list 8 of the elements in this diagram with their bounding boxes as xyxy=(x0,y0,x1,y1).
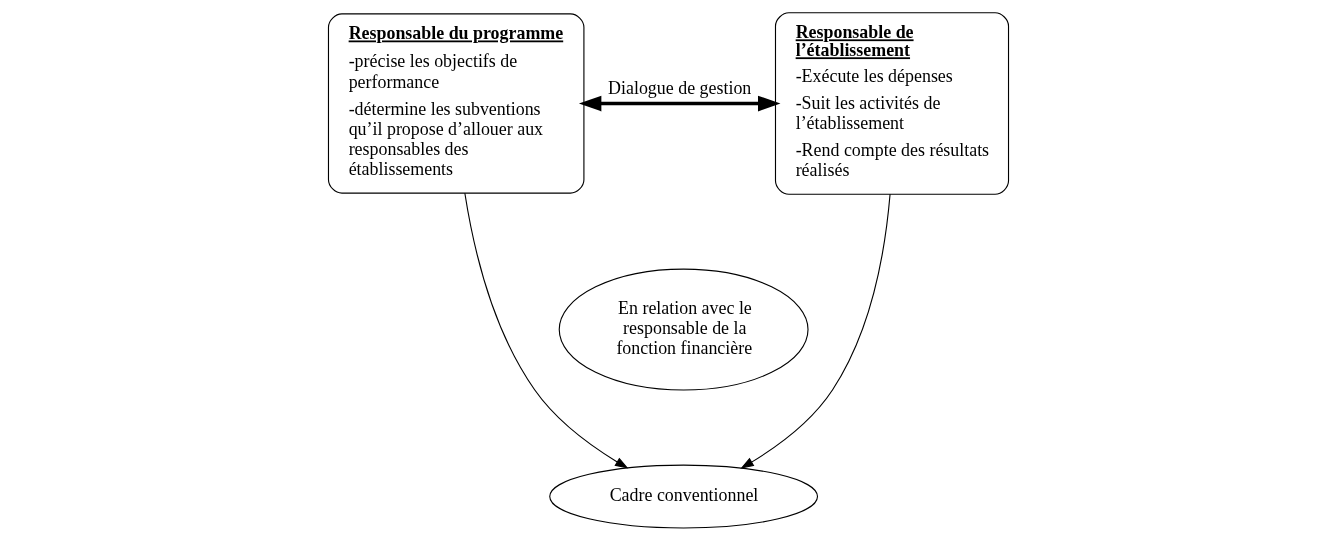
arrow xyxy=(578,95,780,112)
arrow xyxy=(739,193,891,469)
edge-label: Dialogue de gestion xyxy=(607,78,751,99)
node-ellipse: Cadre conventionnel xyxy=(548,464,818,529)
node-box: Responsable du programme -précise les objectifs de performance -détermine les subventions qu’il propose d’allouer aux responsables des établissements xyxy=(327,13,584,194)
node-ellipse: En relation avec le responsable de la fonction financière xyxy=(558,268,809,391)
node-box: Responsable de l’établissement -Exécute les dépenses -Suit les activités de l’établissement -Rend compte des résultats réalisés xyxy=(774,12,1009,195)
arrow xyxy=(463,192,628,469)
